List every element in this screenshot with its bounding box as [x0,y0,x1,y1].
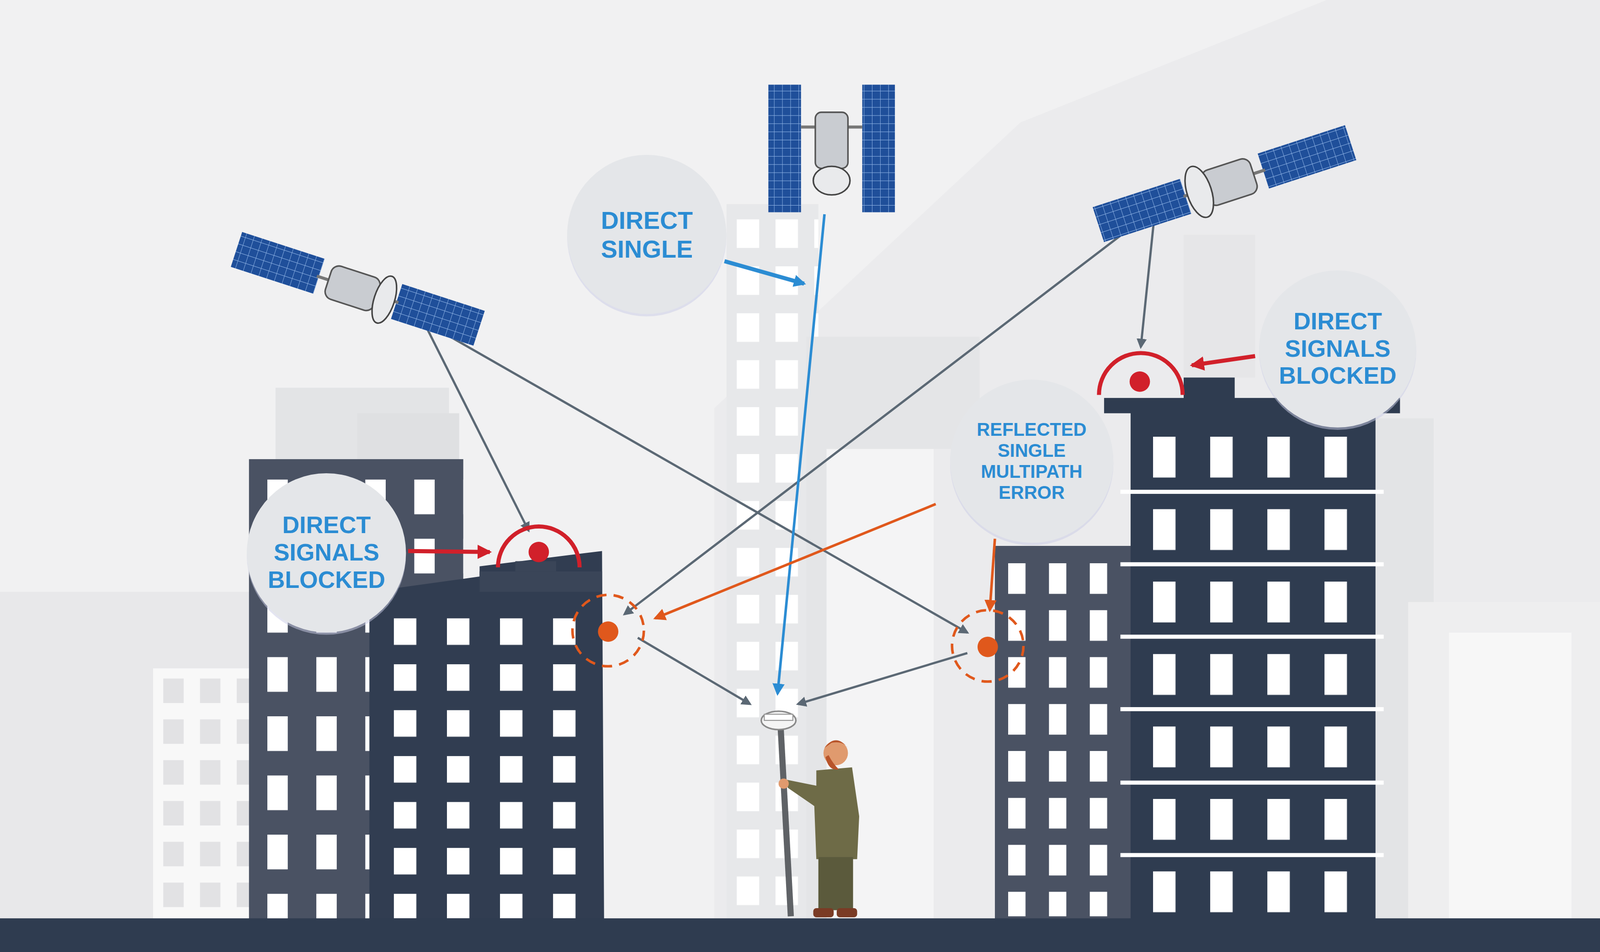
callout-circle: DIRECT SIGNALS BLOCKED [246,473,406,633]
circle-outline [567,154,727,314]
callout-text: DIRECT SIGNALS BLOCKED [257,511,395,594]
callout-text: DIRECT SINGLE [581,206,713,263]
callout-text: DIRECT SIGNALS BLOCKED [1270,308,1406,390]
callout-text: REFLECTED SINGLE MULTIPATH ERROR [966,419,1097,504]
circle-outline [950,379,1114,543]
callout-circle: DIRECT SIGNALS BLOCKED [1259,270,1417,428]
callout-circle: DIRECT SINGLE [567,154,727,314]
callout-circle: REFLECTED SINGLE MULTIPATH ERROR [950,379,1114,543]
